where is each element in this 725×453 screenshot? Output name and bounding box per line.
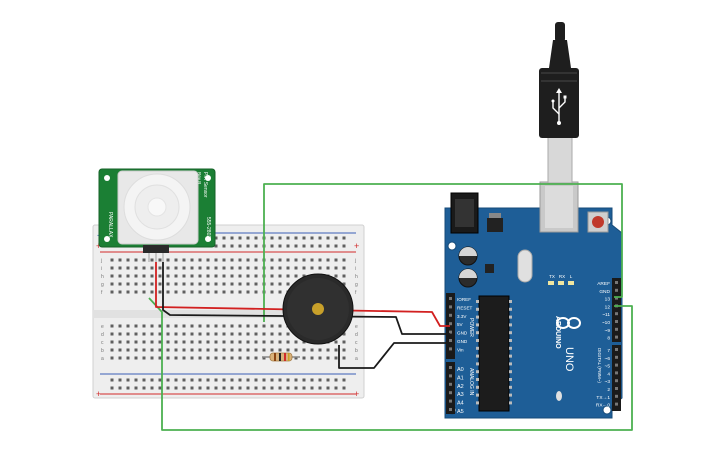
tx-label: TX <box>549 274 555 279</box>
header-pins <box>449 281 618 411</box>
row-letter: e <box>355 324 358 330</box>
row-letter: d <box>101 332 104 338</box>
pir-label-rev: Rev B <box>197 172 202 184</box>
pin-label: 3.3V <box>457 314 467 319</box>
pir-label-brand: PARALLAX <box>107 212 113 238</box>
pin-label: RESET <box>457 305 473 310</box>
pin-label: A3 <box>457 392 464 398</box>
row-letter: b <box>355 348 358 354</box>
wires[interactable] <box>148 183 633 431</box>
pin-label: 2 <box>607 387 610 393</box>
pin-label: 13 <box>605 297 611 303</box>
power-pin-labels: IOREF RESET 3.3V 5V GND GND Vin <box>457 297 473 352</box>
pin-label: ~11 <box>602 312 610 318</box>
pin-label: GND <box>599 289 610 295</box>
rail-plus-bottom-left: + <box>96 389 101 399</box>
row-letter: d <box>355 332 358 338</box>
row-letter: h <box>101 274 104 280</box>
row-letter: g <box>355 282 358 288</box>
row-letter: j <box>354 258 356 264</box>
pir-label-part: 555-28027 <box>205 217 211 241</box>
pin-label: A1 <box>457 375 464 381</box>
row-letter: c <box>101 340 104 346</box>
rail-plus-top-left: + <box>96 241 101 251</box>
rx-label: RX <box>559 274 565 279</box>
row-letter: f <box>101 290 103 296</box>
breadboard-holes <box>110 236 346 390</box>
pin-label: GND <box>457 339 468 344</box>
wire-red-5v <box>155 262 450 327</box>
pin-label: ~3 <box>605 379 611 385</box>
row-letter: h <box>355 274 358 280</box>
power-section-label: POWER <box>468 318 474 337</box>
arduino-logo-icon <box>556 317 581 329</box>
wire-green-pin13 <box>263 183 623 322</box>
pin-label: AREF <box>597 281 610 287</box>
usb-symbol-icon <box>551 88 567 125</box>
row-letter: a <box>101 356 104 362</box>
pin-label: RX←0 <box>596 403 610 409</box>
pin-label: A0 <box>457 367 464 373</box>
pin-label: 4 <box>607 371 610 377</box>
rail-plus-top-right: + <box>354 241 359 251</box>
pin-label: A2 <box>457 384 464 390</box>
pin-label: GND <box>457 331 468 336</box>
pin-label: IOREF <box>457 297 471 302</box>
row-letter: j <box>100 258 102 264</box>
digital-section-label: DIGITAL (PWM~) <box>597 348 602 383</box>
pir-label-top: PIR Sensor <box>202 172 208 198</box>
row-letter: e <box>101 324 104 330</box>
reset-button-icon[interactable] <box>587 211 609 233</box>
pin-label: ~6 <box>605 356 611 362</box>
pin-label: 8 <box>607 336 610 342</box>
pin-label: A4 <box>457 401 464 407</box>
wire-black-buzzer-gnd <box>338 342 450 369</box>
arduino-model-text: UNO <box>563 347 575 372</box>
atmega-chip-pins <box>476 300 512 405</box>
wire-black-pir-gnd <box>162 262 450 335</box>
row-letter: f <box>355 290 357 296</box>
analog-section-label: ANALOG IN <box>468 368 474 396</box>
pin-label: 7 <box>607 348 610 354</box>
usb-plug-icon[interactable] <box>539 22 579 184</box>
pin-label: ~9 <box>605 328 611 334</box>
pin-label: Vin <box>457 347 464 352</box>
resistor[interactable] <box>262 352 300 362</box>
pin-label: 5V <box>457 322 464 327</box>
row-letter: i <box>355 266 356 272</box>
pin-label: 12 <box>605 304 611 310</box>
pir-sensor[interactable]: PIR Sensor Rev B 555-28027 PARALLAX <box>98 168 216 262</box>
pin-label: TX→1 <box>596 395 610 401</box>
l-led-label: L <box>570 274 573 279</box>
arduino-brand-text: ARDUINO <box>554 316 561 349</box>
buzzer-icon[interactable] <box>282 273 354 345</box>
rail-plus-bottom-right: + <box>354 389 359 399</box>
wire-green-pin12 <box>148 297 633 431</box>
pin-label: ~10 <box>602 320 610 326</box>
row-letter: c <box>355 340 358 346</box>
row-letter: b <box>101 348 104 354</box>
pin-label: A5 <box>457 409 464 415</box>
row-letter: i <box>101 266 102 272</box>
pin-label: ~5 <box>605 364 611 370</box>
row-letter: a <box>355 356 358 362</box>
digital-bottom-pin-labels: 7 ~6 ~54 ~3 2TX→1RX←0 <box>596 348 610 409</box>
row-letter: g <box>101 282 104 288</box>
